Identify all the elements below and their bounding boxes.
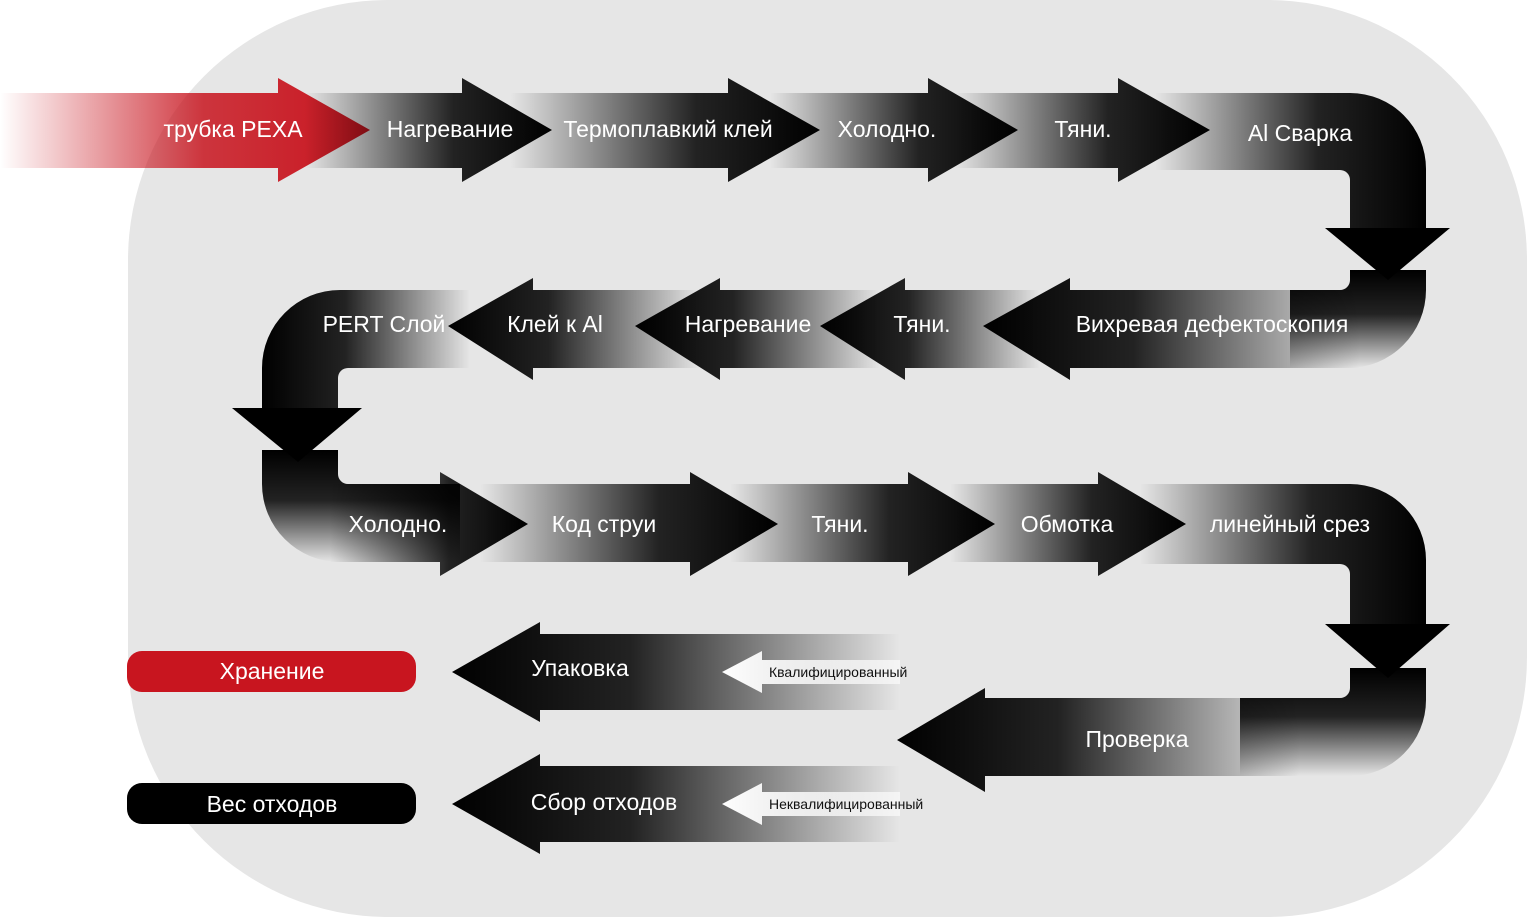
arrow-input-pexa [0, 78, 370, 182]
label-pert-layer: PERT Слой [323, 311, 446, 337]
label-winding: Обмотка [1021, 511, 1114, 537]
output-labels: Упаковка Сбор отходов Квалифицированный … [531, 655, 924, 815]
waste-weight-badge [127, 783, 416, 824]
label-al-welding: Al Сварка [1248, 120, 1353, 146]
arrow-waste-collect [452, 754, 900, 854]
label-waste-weight: Вес отходов [207, 791, 338, 817]
arrow-packing [452, 622, 900, 722]
label-storage: Хранение [220, 658, 325, 684]
label-qualified: Квалифицированный [769, 664, 907, 680]
arrow-glue-al [448, 278, 700, 380]
label-heating-2: Нагревание [685, 311, 811, 337]
label-pulling-3: Тяни. [811, 511, 868, 537]
arrow-pulling [955, 78, 1210, 182]
arrow-hotmelt [510, 78, 820, 182]
waste-weight-pill: Вес отходов [127, 783, 416, 824]
arrow-qualified [722, 651, 900, 693]
arrow-eddy [983, 278, 1360, 380]
storage-badge [127, 651, 416, 692]
label-cooling-3: Холодно. [349, 511, 448, 537]
arrow-inspection [897, 688, 1300, 792]
arrow-down-1 [1325, 228, 1450, 280]
label-pulling-1: Тяни. [1054, 116, 1111, 142]
row3-arrows [330, 472, 1450, 776]
row2-labels: Вихревая дефектоскопия Тяни. Нагревание … [323, 311, 1349, 337]
arrow-winding [950, 472, 1186, 576]
label-eddy-current: Вихревая дефектоскопия [1076, 311, 1349, 337]
label-pulling-2: Тяни. [893, 311, 950, 337]
turn-left-2 [262, 290, 470, 408]
label-inspection: Проверка [1085, 726, 1188, 752]
storage-pill: Хранение [127, 651, 416, 692]
label-linear-cut: линейный срез [1210, 511, 1370, 537]
row4-arrows [897, 688, 1300, 792]
label-cooling-1: Холодно. [838, 116, 937, 142]
label-waste-collect: Сбор отходов [531, 789, 678, 815]
label-jet-code: Код струи [552, 511, 656, 537]
row3-labels: Холодно. Код струи Тяни. Обмотка линейны… [349, 511, 1370, 537]
turn-right-3 [1140, 484, 1426, 624]
turn-right-1 [1155, 93, 1426, 228]
label-heating-1: Нагревание [387, 116, 513, 142]
background-panel [128, 0, 1527, 917]
row1-labels: трубка PEXA Нагревание Термоплавкий клей… [163, 116, 1352, 146]
arrow-down-2 [232, 408, 362, 462]
arrow-heating [305, 78, 552, 182]
label-hotmelt-glue: Термоплавкий клей [563, 116, 772, 142]
arrow-pulling-3 [730, 472, 995, 576]
label-unqualified: Неквалифицированный [769, 796, 923, 812]
label-glue-to-al: Клей к Al [507, 311, 603, 337]
arrow-cooling-3 [330, 472, 528, 576]
arrow-jet-code [480, 472, 778, 576]
arrow-down-3 [1325, 624, 1450, 678]
arrow-unqualified [722, 783, 900, 825]
output-arrows [452, 622, 900, 854]
label-packing: Упаковка [531, 655, 629, 681]
label-pexa-pipe: трубка PEXA [163, 116, 303, 142]
